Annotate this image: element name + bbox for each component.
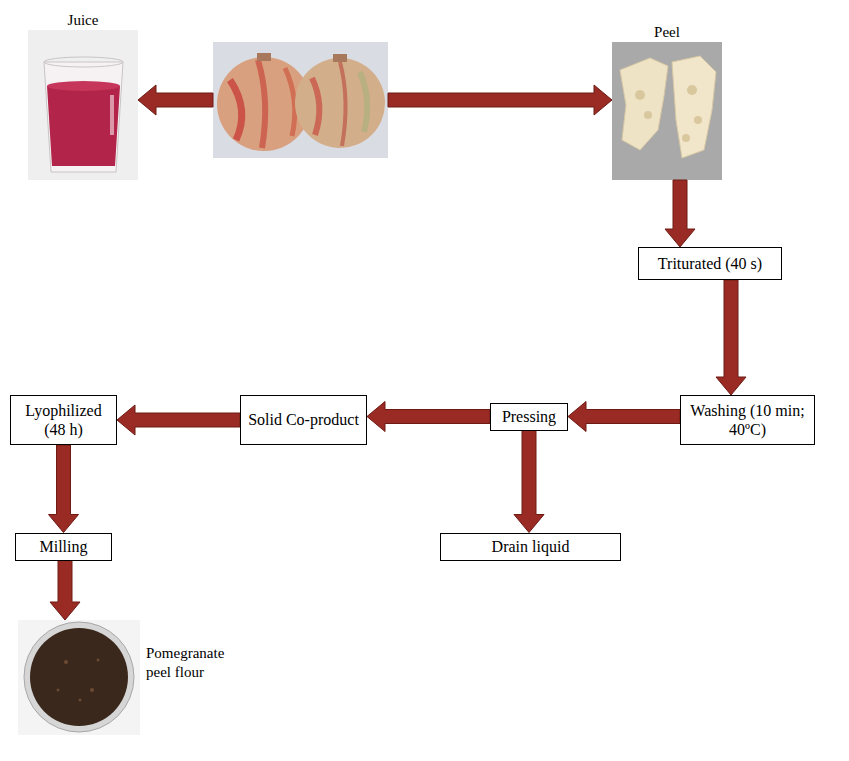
photo-label: Juice <box>68 12 99 29</box>
process-box: Milling <box>15 533 112 561</box>
flour-photo <box>18 620 140 735</box>
process-box: Solid Co-product <box>240 395 367 445</box>
step-label: Lyophilized (48 h) <box>18 401 109 439</box>
process-box: Washing (10 min; 40ºC) <box>680 395 815 445</box>
block-arrow <box>138 85 213 115</box>
pomegranate-photo <box>213 42 388 158</box>
process-box: Triturated (40 s) <box>638 247 782 280</box>
process-box: Lyophilized (48 h) <box>10 395 117 445</box>
flour-photo-node: Pomegranate peel flour <box>18 620 140 735</box>
step-label: Milling <box>39 537 87 556</box>
output-box: Drain liquid <box>440 533 621 561</box>
block-arrow <box>117 405 240 435</box>
block-arrow <box>716 280 746 395</box>
block-arrow <box>50 561 80 621</box>
process-box: Pressing <box>490 403 568 431</box>
step-label: Solid Co-product <box>248 410 359 429</box>
peel-photo <box>612 42 722 180</box>
block-arrow <box>388 85 612 115</box>
photo-label: Pomegranate peel flour <box>146 644 241 682</box>
block-arrow <box>49 445 79 533</box>
step-label: Washing (10 min; 40ºC) <box>688 401 807 439</box>
block-arrow <box>568 402 680 432</box>
block-arrow <box>514 431 544 533</box>
peel-photo-node: Peel <box>612 42 722 180</box>
block-arrow <box>367 402 490 432</box>
step-label: Drain liquid <box>492 537 570 556</box>
juice-photo-node: Juice <box>28 30 138 180</box>
fruit-photo-node <box>213 42 388 158</box>
block-arrow <box>665 180 695 247</box>
photo-label: Peel <box>654 24 680 41</box>
step-label: Pressing <box>502 407 556 426</box>
juice-photo <box>28 30 138 180</box>
step-label: Triturated (40 s) <box>658 254 762 273</box>
